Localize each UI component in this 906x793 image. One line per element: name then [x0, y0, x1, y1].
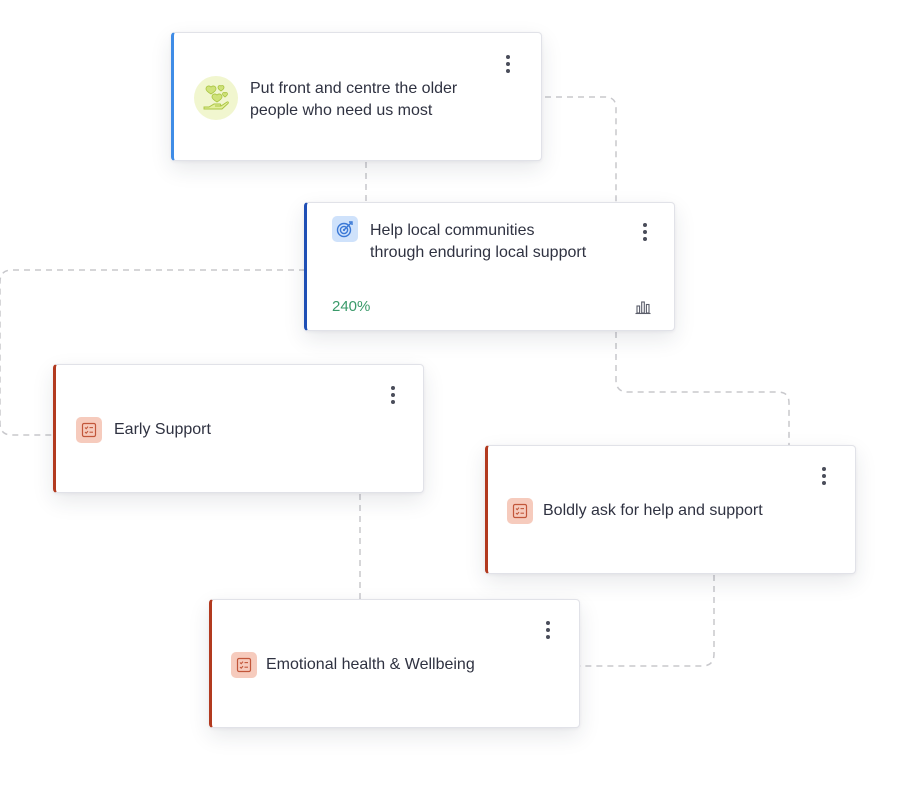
- boldly-ask-more-menu-icon[interactable]: [816, 465, 832, 487]
- connector-goal-boldly-ask: [615, 332, 790, 446]
- target-icon: [332, 216, 358, 242]
- checklist-icon: [507, 498, 533, 524]
- emotional-health-title: Emotional health & Wellbeing: [266, 656, 475, 673]
- boldly-ask-card[interactable]: Boldly ask for help and support: [485, 445, 856, 574]
- connector-boldly-emotional: [580, 575, 715, 667]
- connector-goal-early-support: [0, 269, 305, 436]
- goal-more-menu-icon[interactable]: [637, 221, 653, 243]
- early-support-title: Early Support: [114, 421, 211, 438]
- emotional-health-more-menu-icon[interactable]: [540, 619, 556, 641]
- goal-title: Help local communities through enduring …: [370, 220, 640, 264]
- goal-card[interactable]: Help local communities through enduring …: [304, 202, 675, 331]
- goal-title-line1: Help local communities: [370, 222, 535, 239]
- goal-progress-value: 240%: [332, 298, 371, 315]
- connector-mission-goal-right: [545, 96, 617, 203]
- mission-more-menu-icon[interactable]: [500, 53, 516, 75]
- boldly-ask-title: Boldly ask for help and support: [543, 502, 763, 519]
- mission-title-line2: people who need us most: [250, 102, 433, 119]
- early-support-card[interactable]: Early Support: [53, 364, 424, 493]
- hearts-hand-icon: [194, 76, 238, 120]
- mission-card[interactable]: Put front and centre the older people wh…: [171, 32, 542, 161]
- checklist-icon: [76, 417, 102, 443]
- bar-chart-icon[interactable]: [635, 299, 651, 315]
- mission-title: Put front and centre the older people wh…: [250, 78, 520, 122]
- checklist-icon: [231, 652, 257, 678]
- early-support-more-menu-icon[interactable]: [385, 384, 401, 406]
- goal-title-line2: through enduring local support: [370, 244, 587, 261]
- mission-title-line1: Put front and centre the older: [250, 80, 458, 97]
- emotional-health-card[interactable]: Emotional health & Wellbeing: [209, 599, 580, 728]
